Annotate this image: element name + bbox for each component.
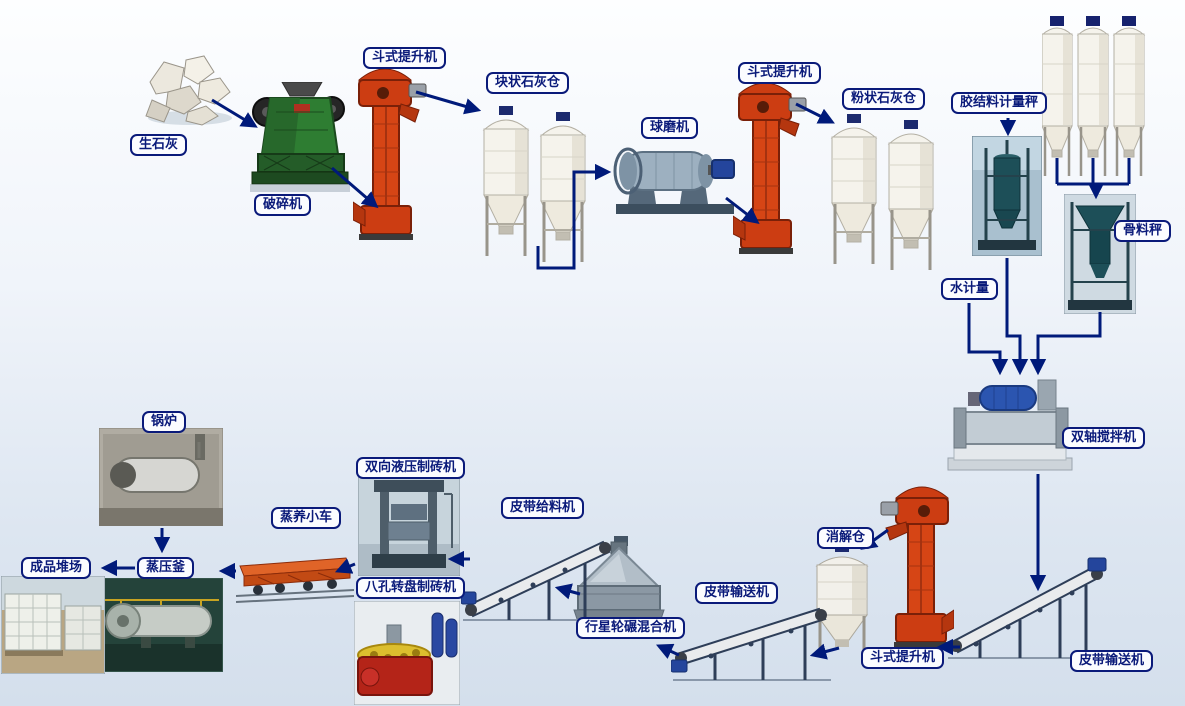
belt-conveyor-right-illustration [948, 557, 1107, 659]
belt-conveyor-right-label: 皮带输送机 [1070, 650, 1154, 673]
bucket-elevator-3-label: 斗式提升机 [861, 647, 945, 670]
twin-shaft-mixer-label: 双轴搅拌机 [1062, 427, 1146, 450]
quicklime-label: 生石灰 [130, 134, 188, 157]
binder-scale-label: 胶结料计量秤 [951, 92, 1048, 115]
planetary-mixer-illustration [573, 536, 665, 623]
aggregate-scale-label: 骨料秤 [1114, 220, 1172, 243]
hydraulic-brick-machine-label: 双向液压制砖机 [356, 457, 466, 480]
binder-scale-illustration [972, 136, 1042, 256]
belt-feeder-illustration [461, 540, 611, 621]
rotary-brick-machine-illustration [354, 601, 460, 705]
lump-lime-silo-illustration [482, 106, 587, 264]
lump-lime-silo-label: 块状石灰仓 [486, 72, 570, 95]
water-meter-label: 水计量 [941, 278, 999, 301]
steam-trolley-label: 蒸养小车 [271, 507, 342, 530]
boiler-label: 锅炉 [142, 411, 187, 434]
powder-lime-silo-illustration [830, 114, 935, 272]
powder-lime-silo-label: 粉状石灰仓 [842, 88, 926, 111]
slaking-silo-illustration [815, 544, 869, 650]
crusher-illustration [250, 82, 350, 192]
slaking-silo-label: 消解仓 [817, 527, 875, 550]
crusher-label: 破碎机 [254, 194, 312, 217]
bucket-elevator-1-illustration [353, 68, 427, 240]
autoclave-label: 蒸压釜 [137, 557, 195, 580]
belt-conveyor-mid-illustration [671, 607, 831, 681]
bucket-elevator-2-illustration [733, 82, 807, 254]
autoclave-illustration [101, 578, 223, 672]
hydraulic-brick-machine-illustration [358, 474, 460, 576]
belt-conveyor-mid-label: 皮带输送机 [695, 582, 779, 605]
product-yard-label: 成品堆场 [21, 557, 92, 580]
product-yard-illustration [1, 576, 105, 674]
aggregate-silos-illustration [1042, 16, 1146, 178]
belt-feeder-label: 皮带给料机 [501, 497, 585, 520]
bucket-elevator-2-label: 斗式提升机 [738, 62, 822, 85]
aggregate-scale-illustration [1064, 194, 1136, 314]
ball-mill-illustration [613, 147, 735, 214]
boiler-illustration [99, 428, 223, 526]
bucket-elevator-3-illustration [880, 486, 954, 648]
quicklime-rocks-illustration [145, 55, 232, 126]
steam-trolley-illustration [236, 557, 354, 603]
planetary-mixer-label: 行星轮碾混合机 [576, 617, 686, 640]
twin-shaft-mixer-illustration [947, 379, 1073, 471]
rotary-brick-machine-label: 八孔转盘制砖机 [356, 577, 466, 600]
ball-mill-label: 球磨机 [641, 117, 699, 140]
bucket-elevator-1-label: 斗式提升机 [363, 47, 447, 70]
